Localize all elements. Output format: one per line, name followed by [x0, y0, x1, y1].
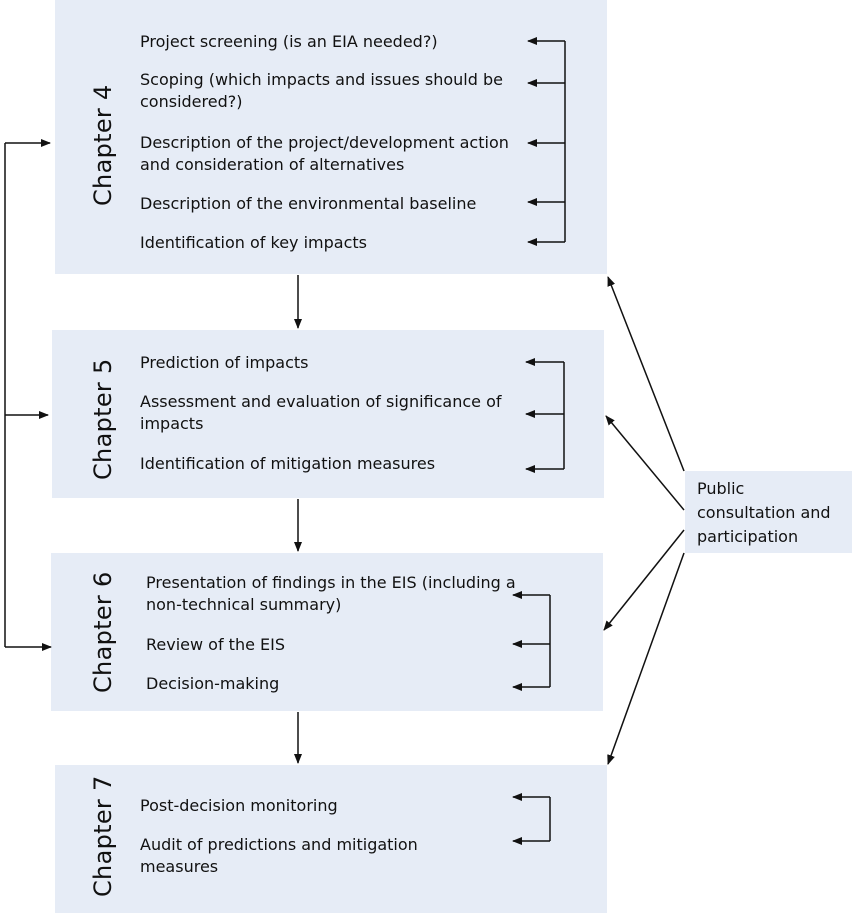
- chapter-4-item-baseline: Description of the environmental baselin…: [140, 194, 477, 213]
- chapter-5-box: Chapter 5 Prediction of impacts Assessme…: [52, 330, 604, 498]
- chapter-6-item-review: Review of the EIS: [146, 635, 286, 654]
- chapter-4-item-key-impacts: Identification of key impacts: [140, 233, 367, 252]
- chapter-5-item-mitigation: Identification of mitigation measures: [140, 454, 436, 473]
- consultation-arrow-to-chapter-6: [603, 529, 685, 631]
- consultation-arrow-to-chapter-4: [607, 276, 685, 472]
- chapter-4-item-scoping: Scoping (which impacts and issues should…: [140, 70, 503, 111]
- chapter-6-label: Chapter 6: [89, 571, 117, 693]
- chapter-5-item-assessment: Assessment and evaluation of significanc…: [140, 392, 502, 433]
- chapter-6-item-presentation: Presentation of findings in the EIS (inc…: [146, 573, 516, 614]
- consultation-arrow-to-chapter-7: [607, 552, 685, 765]
- public-consultation-box: Public consultation and participation: [685, 471, 852, 553]
- chapter-4-box: Chapter 4 Project screening (is an EIA n…: [55, 0, 607, 274]
- chapter-7-box: Chapter 7 Post-decision monitoring Audit…: [55, 765, 607, 913]
- chapter-4-item-project-description: Description of the project/development a…: [140, 133, 509, 174]
- chapter-6-item-decision: Decision-making: [146, 674, 280, 693]
- chapter-4-label: Chapter 4: [89, 84, 117, 206]
- chapter-6-box: Chapter 6 Presentation of findings in th…: [51, 553, 603, 711]
- chapter-7-label: Chapter 7: [89, 775, 117, 897]
- chapter-5-item-prediction: Prediction of impacts: [140, 353, 309, 372]
- chapter-4-item-screening: Project screening (is an EIA needed?): [140, 32, 438, 51]
- consultation-arrow-to-chapter-5: [605, 415, 685, 511]
- public-consultation-label: Public consultation and participation: [697, 479, 831, 546]
- chapter-5-label: Chapter 5: [89, 358, 117, 480]
- chapter-7-item-audit: Audit of predictions and mitigation meas…: [140, 835, 418, 876]
- chapter-7-item-monitoring: Post-decision monitoring: [140, 796, 338, 815]
